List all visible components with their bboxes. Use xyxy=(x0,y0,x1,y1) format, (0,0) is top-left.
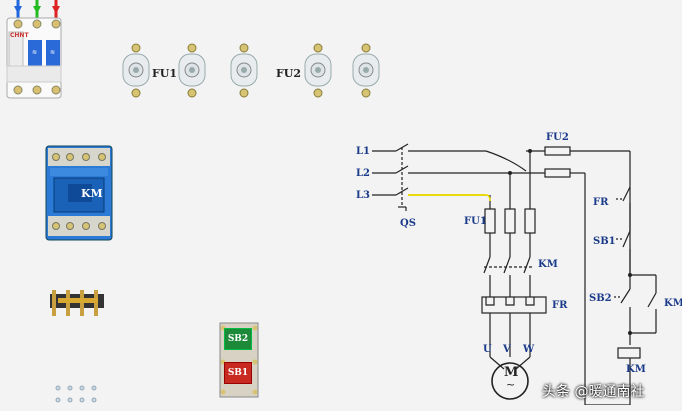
sb2-label: SB2 xyxy=(227,334,249,344)
label-w: W xyxy=(523,344,535,355)
contactor-graphic xyxy=(45,145,113,241)
label-ctrl-fr: FR xyxy=(593,197,609,208)
label-ctrl-sb2: SB2 xyxy=(589,293,612,304)
label-l2: L2 xyxy=(356,168,370,179)
fuse-label-fu1: FU1 xyxy=(152,67,178,80)
motor-ac-symbol: ~ xyxy=(506,378,516,391)
label-v: V xyxy=(503,344,511,355)
fuse-5 xyxy=(352,43,380,98)
label-fu2: FU2 xyxy=(546,132,569,143)
yellow-wire xyxy=(408,194,491,202)
contactor[interactable]: KM xyxy=(44,144,114,242)
label-km-main: KM xyxy=(538,259,558,270)
contactor-label: KM xyxy=(81,187,103,200)
schematic-diagram xyxy=(372,143,657,405)
label-fu1: FU1 xyxy=(464,216,487,227)
terminal-block xyxy=(55,385,97,403)
label-ctrl-sb1: SB1 xyxy=(593,236,616,247)
breaker-brand: CHNT xyxy=(10,32,29,39)
circuit-breaker-graphic: ≋ ≋ xyxy=(6,0,62,99)
fuse-1 xyxy=(122,43,150,98)
sb1-label: SB1 xyxy=(227,368,249,378)
thermal-relay-graphic xyxy=(50,290,104,316)
label-coil-km: KM xyxy=(626,364,646,375)
fuse-label-fu2: FU2 xyxy=(276,67,302,80)
label-l1: L1 xyxy=(356,146,370,157)
svg-text:≋: ≋ xyxy=(50,49,55,56)
svg-text:≋: ≋ xyxy=(32,49,37,56)
thermal-relay[interactable] xyxy=(48,290,106,316)
label-l3: L3 xyxy=(356,190,370,201)
sb2-button[interactable]: SB2 xyxy=(224,328,252,350)
motor-label: M xyxy=(504,365,519,380)
watermark-text: 头条 @暖通南社 xyxy=(542,384,645,400)
label-qs: QS xyxy=(400,218,416,229)
fuse-4 xyxy=(304,43,332,98)
fuse-2 xyxy=(178,43,206,98)
label-u: U xyxy=(483,344,492,355)
label-ctrl-km: KM xyxy=(664,298,682,309)
circuit-breaker[interactable]: ≋ ≋ CHNT xyxy=(4,0,64,102)
fuse-3 xyxy=(230,43,258,98)
sb1-button[interactable]: SB1 xyxy=(224,362,252,384)
label-fr-main: FR xyxy=(552,300,568,311)
